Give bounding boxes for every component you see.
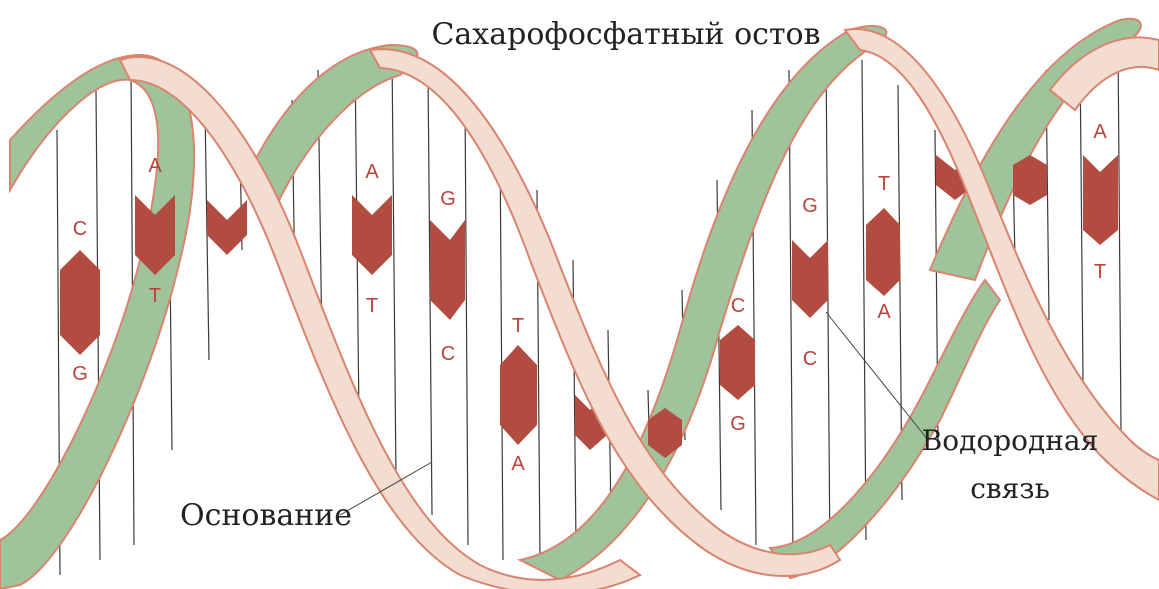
base-letter: G: [440, 188, 456, 210]
rung-line: [862, 60, 866, 540]
base-block: [60, 250, 100, 355]
base-letter: T: [366, 295, 378, 317]
base-block: [430, 220, 465, 320]
base-blocks: [60, 155, 1118, 458]
base-letter: C: [803, 348, 817, 370]
base-block: [1013, 155, 1047, 205]
base-letter: G: [730, 413, 746, 435]
base-letter: T: [149, 285, 161, 307]
rung-line: [392, 55, 396, 480]
rung-line: [1118, 40, 1121, 430]
base-letter: A: [365, 161, 379, 183]
base-letter: A: [1093, 121, 1107, 143]
base-letter: T: [878, 173, 890, 195]
base-letter: C: [441, 343, 455, 365]
base-block: [207, 200, 247, 255]
base-block: [720, 325, 755, 400]
base-letter: G: [72, 363, 88, 385]
base-block: [792, 240, 828, 318]
base-letter: T: [512, 315, 524, 337]
rung-line: [826, 55, 830, 560]
rung-line: [465, 100, 468, 545]
rung-line: [500, 140, 503, 560]
hbond-label-line1: Водородная: [922, 424, 1099, 457]
base-letter: A: [877, 301, 891, 323]
base-letter: C: [73, 218, 87, 240]
base-letter: G: [802, 195, 818, 217]
base-letter: T: [1094, 261, 1106, 283]
backbone-label: Сахарофосфатный остов: [431, 17, 820, 52]
base-block: [352, 195, 392, 275]
base-letter: C: [731, 295, 745, 317]
base-block: [500, 345, 537, 445]
base-block: [866, 208, 900, 296]
base-letter: A: [148, 155, 162, 177]
base-label: Основание: [180, 498, 352, 533]
base-letter: A: [511, 453, 525, 475]
hbond-label-line2: связь: [970, 472, 1050, 505]
base-block: [1083, 155, 1118, 245]
hbond-leader-line: [826, 312, 928, 440]
cream-ribbon-segment: [1050, 37, 1159, 110]
